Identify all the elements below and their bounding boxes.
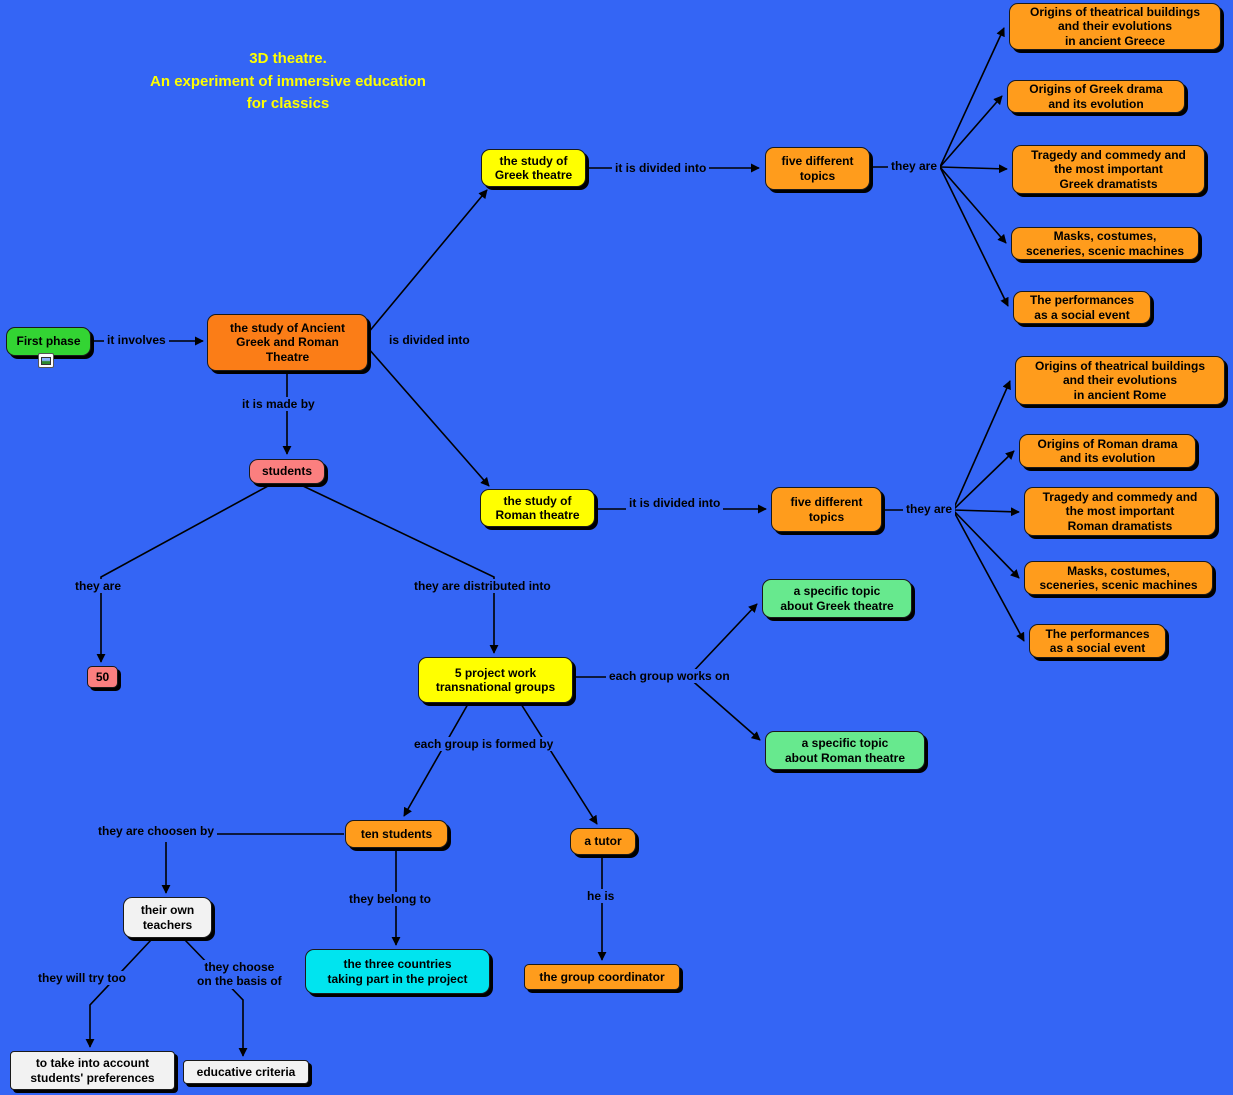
edge-label-they-are-greek[interactable]: they are (888, 159, 941, 174)
edge-label-formed-by[interactable]: each group is formed by (411, 737, 557, 752)
node-educative-criteria[interactable]: educative criteria (183, 1060, 309, 1084)
node-five-project-groups[interactable]: 5 project work transnational groups (418, 657, 573, 703)
edge-label-belong-to[interactable]: they belong to (346, 892, 434, 907)
edge-label-it-is-made-by[interactable]: it is made by (239, 397, 318, 412)
node-students-preferences[interactable]: to take into account students' preferenc… (10, 1051, 175, 1090)
edge-label-works-on[interactable]: each group works on (606, 669, 733, 684)
map-title: 3D theatre. An experiment of immersive e… (150, 50, 426, 112)
edge-label-it-involves[interactable]: it involves (104, 333, 169, 348)
node-greek-topic-performances[interactable]: The performances as a social event (1013, 291, 1151, 324)
node-roman-topic-buildings[interactable]: Origins of theatrical buildings and thei… (1015, 356, 1225, 405)
edge-label-choose-basis[interactable]: they choose on the basis of (194, 960, 285, 989)
node-study-ancient-theatre[interactable]: the study of Ancient Greek and Roman The… (207, 314, 368, 371)
edge-label-divided-roman[interactable]: it is divided into (626, 496, 724, 511)
node-greek-topic-buildings[interactable]: Origins of theatrical buildings and thei… (1009, 3, 1221, 50)
edge-label-is-divided-into[interactable]: is divided into (386, 333, 473, 348)
node-fifty[interactable]: 50 (87, 666, 118, 688)
node-specific-topic-roman[interactable]: a specific topic about Roman theatre (765, 731, 925, 770)
node-roman-topic-performances[interactable]: The performances as a social event (1029, 624, 1166, 658)
node-group-coordinator[interactable]: the group coordinator (524, 964, 680, 990)
edge-label-he-is[interactable]: he is (584, 889, 618, 904)
node-study-greek-theatre[interactable]: the study of Greek theatre (481, 149, 586, 187)
edge-label-they-are-50[interactable]: they are (72, 579, 125, 594)
node-greek-topic-dramatists[interactable]: Tragedy and commedy and the most importa… (1012, 145, 1205, 194)
node-a-tutor[interactable]: a tutor (570, 828, 636, 855)
node-ten-students[interactable]: ten students (345, 820, 448, 848)
edge-label-distributed-into[interactable]: they are distributed into (411, 579, 554, 594)
node-their-own-teachers[interactable]: their own teachers (123, 897, 212, 938)
edge-label-choosen-by[interactable]: they are choosen by (95, 824, 218, 839)
node-roman-topic-masks[interactable]: Masks, costumes, sceneries, scenic machi… (1024, 561, 1213, 595)
edge-label-they-are-roman[interactable]: they are (903, 502, 956, 517)
node-roman-topic-dramatists[interactable]: Tragedy and commedy and the most importa… (1024, 487, 1216, 536)
node-greek-topic-masks[interactable]: Masks, costumes, sceneries, scenic machi… (1011, 227, 1199, 260)
node-greek-topic-drama[interactable]: Origins of Greek drama and its evolution (1007, 80, 1185, 113)
node-first-phase[interactable]: First phase (6, 327, 91, 356)
node-three-countries[interactable]: the three countries taking part in the p… (305, 949, 490, 994)
node-five-topics-roman[interactable]: five different topics (771, 487, 882, 532)
node-study-roman-theatre[interactable]: the study of Roman theatre (480, 489, 595, 527)
node-roman-topic-drama[interactable]: Origins of Roman drama and its evolution (1019, 434, 1196, 468)
node-five-topics-greek[interactable]: five different topics (765, 147, 870, 190)
edge-label-try-too[interactable]: they will try too (35, 971, 130, 986)
edge-label-divided-greek[interactable]: it is divided into (612, 161, 710, 176)
resource-icon[interactable] (38, 353, 54, 368)
node-students[interactable]: students (249, 459, 325, 484)
node-specific-topic-greek[interactable]: a specific topic about Greek theatre (762, 579, 912, 618)
